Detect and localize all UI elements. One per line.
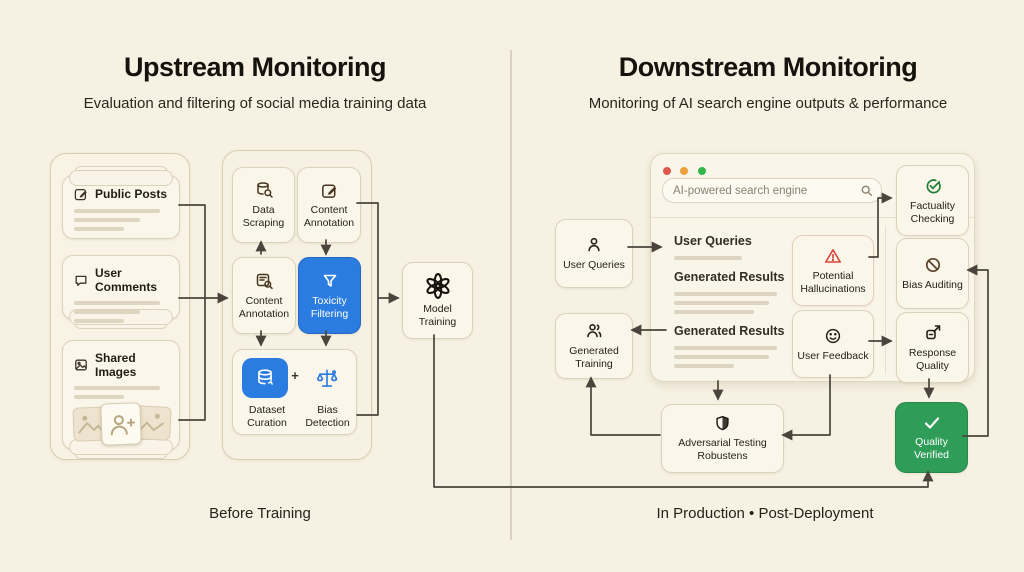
user-comments-card: User Comments [62,255,180,329]
search-icon [860,184,873,197]
person-icon [584,235,604,255]
downstream-subtitle: Monitoring of AI search engine outputs &… [588,95,948,112]
plus-sign: + [291,368,299,383]
before-training-label: Before Training [209,505,311,522]
content-annotation-mid-box: Content Annotation [232,257,296,334]
skeleton-line [74,395,124,399]
prohibition-icon [923,255,943,275]
box-label: Dataset Curation [247,404,287,429]
share-response-icon [923,323,943,343]
box-label: Bias Detection [305,404,350,429]
box-label: User Queries [563,259,625,272]
skeleton-line [74,319,124,323]
box-label: User Feedback [797,349,869,362]
generated-training-box: Generated Training [555,313,633,379]
box-label: Data Scraping [242,204,285,229]
scales-icon [307,360,347,398]
shield-icon [713,414,732,433]
shared-images-card: Shared Images [62,340,180,459]
filter-funnel-icon [320,271,340,291]
add-person-photo-icon [100,402,142,446]
database-curation-icon [242,358,288,398]
factuality-checking-box: Factuality Checking [896,165,969,236]
skeleton-line [674,364,734,368]
user-queries-box: User Queries [555,219,633,288]
upstream-title: Upstream Monitoring [123,52,387,82]
circle-check-icon [923,176,943,196]
section-heading: Generated Results [674,270,785,284]
box-label: Model Training [418,302,457,328]
skeleton-line [74,227,124,231]
data-scraping-box: Data Scraping [232,167,295,243]
window-controls [663,162,711,180]
content-annotation-top-box: Content Annotation [297,167,361,243]
box-label: Response Quality [908,346,957,372]
ai-model-flower-icon [425,272,451,299]
box-label: Adversarial Testing Robustens [678,437,767,462]
check-icon [921,414,943,432]
skeleton-line [674,346,777,350]
zoom-window-icon [697,167,706,175]
box-label: Factuality Checking [910,199,955,225]
downstream-title: Downstream Monitoring [618,52,918,82]
box-label: Potential Hallucinations [800,269,866,295]
response-quality-box: Response Quality [896,312,969,383]
model-training-box: Model Training [402,262,473,339]
box-label: Bias Auditing [902,279,963,292]
sidebar-divider [885,226,886,374]
skeleton-line [674,301,769,305]
close-window-icon [663,167,671,175]
bias-auditing-box: Bias Auditing [896,238,969,309]
result-section: User Queries [674,234,752,260]
skeleton-line [74,386,160,390]
image-icon [73,357,89,373]
document-search-icon [254,271,274,291]
photo-thumbnail-icon [72,406,112,442]
user-feedback-box: User Feedback [792,310,874,378]
search-text: AI-powered search engine [673,184,808,197]
skeleton-line [674,355,769,359]
result-section: Generated Results [674,324,784,368]
skeleton-line [674,292,777,296]
skeleton-line [674,256,742,260]
photo-thumbnail-icon [132,405,172,441]
source-label: Shared Images [95,351,137,379]
toolbar-divider [651,217,974,218]
skeleton-line [674,310,754,314]
public-posts-card: Public Posts [62,166,180,239]
source-label: User Comments [95,266,158,294]
upstream-subtitle: Evaluation and filtering of social media… [83,95,427,112]
box-label: Quality Verified [913,435,950,461]
search-input: AI-powered search engine [662,178,882,203]
thumbnail-row [71,402,172,446]
skeleton-line [74,301,160,305]
edit-square-icon [320,181,339,200]
result-section: Generated Results [674,270,784,314]
curation-bias-box: + Dataset Curation Bias Detection [232,349,357,435]
minimize-window-icon [680,167,689,175]
section-heading: User Queries [674,234,752,248]
skeleton-line [74,310,140,314]
skeleton-line [74,218,140,222]
box-label: Toxicity Filtering [310,294,349,320]
database-search-icon [254,180,274,200]
edit-square-icon [73,186,89,202]
panel-divider [510,50,512,540]
smiley-icon [823,326,843,346]
potential-hallucinations-box: Potential Hallucinations [792,235,874,306]
warning-triangle-icon [823,246,843,266]
quality-verified-box: Quality Verified [895,402,968,473]
people-icon [584,321,604,341]
section-heading: Generated Results [674,324,785,338]
skeleton-line [74,209,160,213]
in-production-label: In Production • Post-Deployment [656,505,874,522]
comment-icon [73,272,89,288]
box-label: Content Annotation [303,203,355,229]
toxicity-filtering-box: Toxicity Filtering [298,257,361,334]
box-label: Content Annotation [238,294,290,320]
box-label: Generated Training [569,345,619,370]
source-label: Public Posts [95,187,168,201]
adversarial-testing-box: Adversarial Testing Robustens [661,404,784,473]
